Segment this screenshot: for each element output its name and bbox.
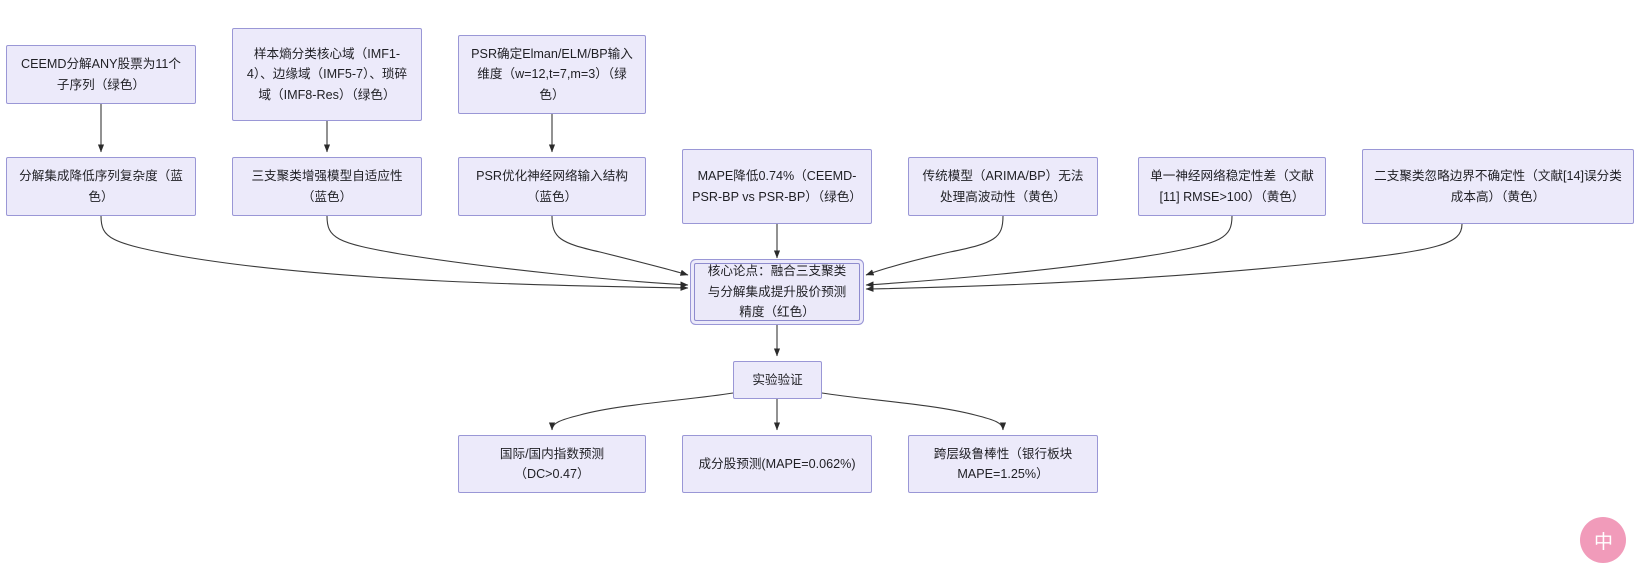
node-sample-entropy-label: 样本熵分类核心域（IMF1-4）、边缘域（IMF5-7）、琐碎域（IMF8-Re… — [246, 46, 408, 102]
node-three-way-adapt[interactable]: 三支聚类增强模型自适应性（蓝色） — [232, 157, 422, 216]
edge-traditional-to-core — [865, 215, 1004, 276]
edge-twoway-to-core — [865, 223, 1463, 292]
watermark-badge: 中 — [1580, 517, 1626, 563]
node-psr-structure-label: PSR优化神经网络输入结构（蓝色） — [476, 169, 628, 204]
edge-threeway-to-core — [326, 215, 689, 288]
node-two-way-cluster[interactable]: 二支聚类忽略边界不确定性（文献[14]误分类成本高）（黄色） — [1362, 149, 1634, 224]
node-psr-dim-label: PSR确定Elman/ELM/BP输入维度（w=12,t=7,m=3）（绿色） — [471, 46, 633, 102]
node-cross-level-robust-label: 跨层级鲁棒性（银行板块MAPE=1.25%） — [933, 446, 1073, 481]
edge-experiment-to-index — [548, 392, 734, 431]
node-three-way-adapt-label: 三支聚类增强模型自适应性（蓝色） — [251, 169, 403, 204]
node-sample-entropy[interactable]: 样本熵分类核心域（IMF1-4）、边缘域（IMF5-7）、琐碎域（IMF8-Re… — [232, 28, 422, 121]
node-two-way-cluster-label: 二支聚类忽略边界不确定性（文献[14]误分类成本高）（黄色） — [1374, 169, 1622, 204]
node-experiment-label: 实验验证 — [752, 372, 803, 387]
node-index-forecast[interactable]: 国际/国内指数预测（DC>0.47） — [458, 435, 646, 493]
node-single-nn-label: 单一神经网络稳定性差（文献[11] RMSE>100）（黄色） — [1150, 169, 1314, 204]
edge-singlenn-to-core — [865, 215, 1233, 288]
node-single-nn[interactable]: 单一神经网络稳定性差（文献[11] RMSE>100）（黄色） — [1138, 157, 1326, 216]
node-decomp-complexity-label: 分解集成降低序列复杂度（蓝色） — [19, 169, 183, 204]
edge-decomp-to-core — [100, 215, 689, 291]
edge-experiment-to-robust — [821, 392, 1007, 431]
node-index-forecast-label: 国际/国内指数预测（DC>0.47） — [499, 446, 605, 481]
node-core-claim-label: 核心论点：融合三支聚类与分解集成提升股价预测精度（红色） — [707, 264, 847, 320]
node-mape-drop[interactable]: MAPE降低0.74%（CEEMD-PSR-BP vs PSR-BP）（绿色） — [682, 149, 872, 224]
node-cross-level-robust[interactable]: 跨层级鲁棒性（银行板块MAPE=1.25%） — [908, 435, 1098, 493]
watermark-text: 中 — [1593, 531, 1613, 553]
node-traditional-model[interactable]: 传统模型（ARIMA/BP）无法处理高波动性（黄色） — [908, 157, 1098, 216]
node-mape-drop-label: MAPE降低0.74%（CEEMD-PSR-BP vs PSR-BP）（绿色） — [692, 169, 862, 204]
node-experiment[interactable]: 实验验证 — [733, 361, 822, 399]
node-psr-structure[interactable]: PSR优化神经网络输入结构（蓝色） — [458, 157, 646, 216]
node-decomp-complexity[interactable]: 分解集成降低序列复杂度（蓝色） — [6, 157, 196, 216]
node-core-claim[interactable]: 核心论点：融合三支聚类与分解集成提升股价预测精度（红色） — [694, 263, 860, 321]
node-constituent-forecast-label: 成分股预测(MAPE=0.062%) — [698, 456, 856, 471]
node-ceemd-label: CEEMD分解ANY股票为11个子序列（绿色） — [20, 57, 181, 92]
node-traditional-model-label: 传统模型（ARIMA/BP）无法处理高波动性（黄色） — [922, 169, 1084, 204]
edge-psrstruct-to-core — [551, 215, 689, 276]
node-ceemd[interactable]: CEEMD分解ANY股票为11个子序列（绿色） — [6, 45, 196, 104]
node-constituent-forecast[interactable]: 成分股预测(MAPE=0.062%) — [682, 435, 872, 493]
node-psr-dim[interactable]: PSR确定Elman/ELM/BP输入维度（w=12,t=7,m=3）（绿色） — [458, 35, 646, 114]
